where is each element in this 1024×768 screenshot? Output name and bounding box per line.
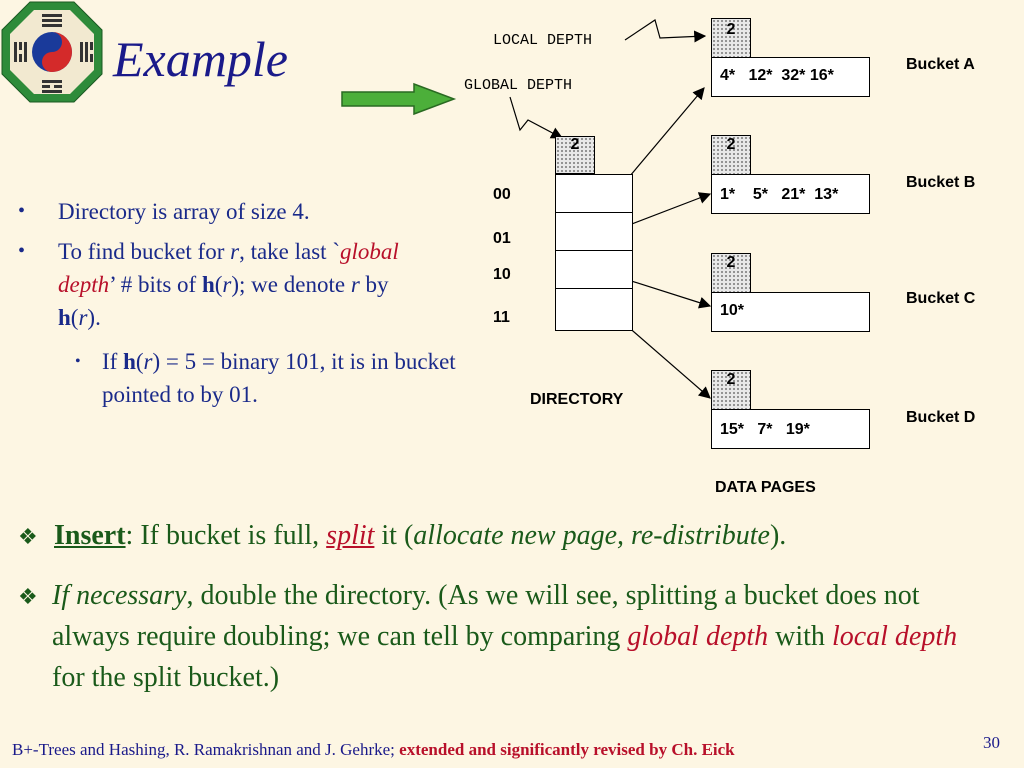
global-depth-box: 2 — [555, 136, 595, 174]
directory-slot-00 — [555, 174, 633, 213]
page-number: 30 — [983, 733, 1000, 752]
bucket-c-local-depth: 2 — [711, 253, 751, 293]
bucket-c-label: Bucket C — [906, 290, 976, 307]
bucket-a-local-depth: 2 — [711, 18, 751, 58]
directory-slot-01 — [555, 212, 633, 251]
slide-title: Example — [113, 31, 288, 87]
directory-label: DIRECTORY — [530, 391, 624, 408]
dir-entry-11: 11 — [493, 309, 510, 326]
bucket-b-local-depth: 2 — [711, 135, 751, 175]
directory-slot-10 — [555, 250, 633, 289]
footer-emphasis: extended and significantly revised by Ch… — [399, 740, 735, 759]
footer-citation: B+-Trees and Hashing, R. Ramakrishnan an… — [12, 740, 400, 759]
bullet-2-text: To find bucket for r, take last `global … — [58, 239, 399, 330]
global-depth-value: 2 — [570, 136, 580, 153]
directory-slot-11 — [555, 288, 633, 331]
bucket-a-label: Bucket A — [906, 56, 975, 73]
sub-bullet-1: • If h(r) = 5 = binary 101, it is in buc… — [75, 345, 490, 411]
bucket-d-page: 15* 7* 19* — [711, 409, 870, 449]
bucket-b-label: Bucket B — [906, 174, 976, 191]
bucket-b-page: 1* 5* 21* 13* — [711, 174, 870, 214]
dir-entry-00: 00 — [493, 186, 511, 203]
footer: B+-Trees and Hashing, R. Ramakrishnan an… — [12, 740, 735, 760]
bullet-1: • Directory is array of size 4. — [18, 195, 488, 228]
bucket-d-label: Bucket D — [906, 409, 976, 426]
bucket-d-local-depth: 2 — [711, 370, 751, 410]
data-pages-label: DATA PAGES — [715, 479, 816, 496]
bucket-a-page: 4* 12* 32* 16* — [711, 57, 870, 97]
logo — [1, 1, 103, 103]
green-arrow-icon — [341, 82, 457, 116]
global-depth-label: GLOBAL DEPTH — [464, 77, 573, 94]
double-point-text: If necessary, double the directory. (As … — [52, 580, 958, 693]
sub-bullet-1-text: If h(r) = 5 = binary 101, it is in bucke… — [102, 349, 456, 407]
dir-entry-10: 10 — [493, 266, 511, 283]
insert-point-text: Insert: If bucket is full, split it (all… — [54, 520, 787, 551]
bullet-1-text: Directory is array of size 4. — [58, 199, 310, 224]
dir-entry-01: 01 — [493, 230, 511, 247]
bucket-c-page: 10* — [711, 292, 870, 332]
insert-point: ❖ Insert: If bucket is full, split it (a… — [18, 515, 1008, 556]
bullet-2: • To find bucket for r, take last `globa… — [18, 235, 428, 334]
double-point: ❖ If necessary, double the directory. (A… — [18, 575, 978, 698]
local-depth-label: LOCAL DEPTH — [493, 32, 593, 49]
